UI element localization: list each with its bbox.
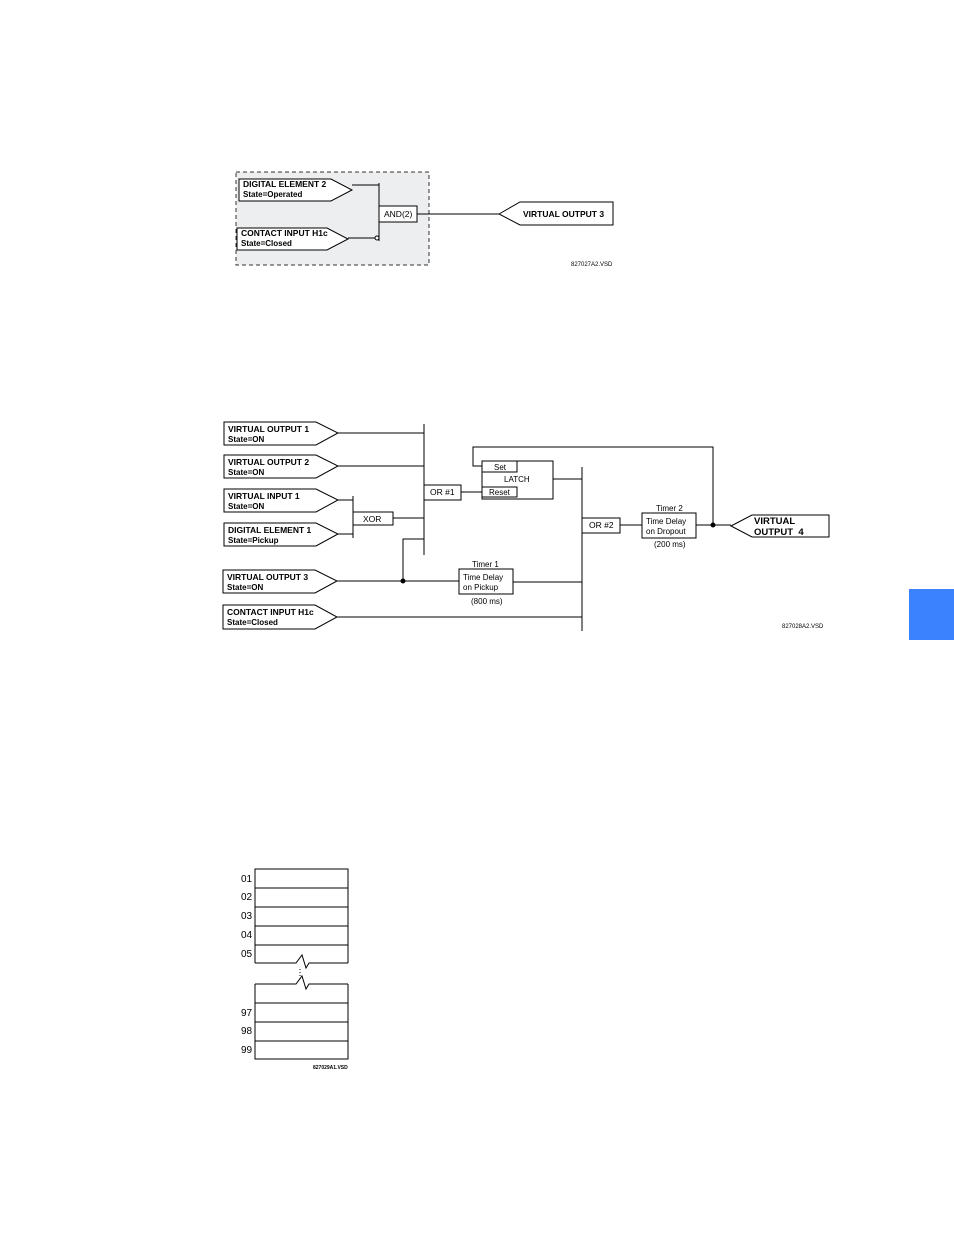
d1-output-virtual-output-3 <box>497 201 614 226</box>
register-label-97: 97 <box>241 1008 253 1019</box>
d2-file-ref: 827028A2.VSD <box>782 624 824 630</box>
d2-input-6-name: CONTACT INPUT H1c <box>227 607 314 617</box>
diagram-2: VIRTUAL OUTPUT 1 State=ON VIRTUAL OUTPUT… <box>222 421 830 631</box>
d2-input-virtual-output-3: VIRTUAL OUTPUT 3 State=ON <box>222 569 339 594</box>
latch-set-label: Set <box>494 463 507 472</box>
timer2-line2: on Dropout <box>646 527 686 536</box>
register-row-02 <box>254 887 349 908</box>
register-file-ref: 827029A1.VSD <box>313 1065 348 1071</box>
output-junction-dot <box>710 522 716 528</box>
d2-output-virtual-output-4 <box>729 514 830 538</box>
d2-output-line1: VIRTUAL <box>754 516 795 527</box>
latch-reset-box <box>481 486 518 498</box>
timer1-delay: (800 ms) <box>471 597 503 606</box>
timer1-line2: on Pickup <box>463 583 499 592</box>
register-row-98 <box>254 1002 349 1023</box>
or2-gate-label: OR #2 <box>589 520 614 530</box>
d1-input-2-state: State=Closed <box>241 239 292 248</box>
timer1-title: Timer 1 <box>472 560 499 569</box>
timer1-line1: Time Delay <box>463 573 503 582</box>
d2-input-virtual-input-1: VIRTUAL INPUT 1 State=ON <box>223 488 340 513</box>
timer2-delay: (200 ms) <box>654 540 686 549</box>
d2-input-3-name: VIRTUAL INPUT 1 <box>228 491 300 501</box>
register-row-01 <box>254 868 349 889</box>
register-break-bottom <box>255 974 348 991</box>
d1-input-digital-element-2: DIGITAL ELEMENT 2 State=Operated <box>238 178 354 202</box>
d2-input-virtual-output-2: VIRTUAL OUTPUT 2 State=ON <box>223 454 340 479</box>
chapter-side-tab <box>909 589 954 640</box>
xor-gate-label: XOR <box>363 514 381 524</box>
register-row-03 <box>254 906 349 927</box>
diagram-1: DIGITAL ELEMENT 2 State=Operated CONTACT… <box>235 171 614 268</box>
latch-reset-label: Reset <box>489 488 511 497</box>
d2-input-5-state: State=ON <box>227 583 263 592</box>
register-label-01: 01 <box>241 874 253 885</box>
d2-input-5-name: VIRTUAL OUTPUT 3 <box>227 572 308 582</box>
register-row-99 <box>254 1021 349 1042</box>
d2-input-digital-element-1: DIGITAL ELEMENT 1 State=Pickup <box>223 522 340 547</box>
timer2-title: Timer 2 <box>656 504 683 513</box>
d2-output-line2: OUTPUT 4 <box>754 527 804 538</box>
register-label-03: 03 <box>241 911 253 922</box>
register-table: 01 02 03 04 05 97 98 99 827029A1.VSD <box>241 868 349 1071</box>
register-label-04: 04 <box>241 930 253 941</box>
register-label-05: 05 <box>241 949 253 960</box>
d2-input-2-state: State=ON <box>228 468 264 477</box>
inverter-bubble <box>374 235 380 241</box>
d2-input-1-name: VIRTUAL OUTPUT 1 <box>228 424 309 434</box>
d2-input-3-state: State=ON <box>228 502 264 511</box>
register-label-99: 99 <box>241 1045 253 1056</box>
register-row-99b <box>254 1040 349 1060</box>
d1-input-2-name: CONTACT INPUT H1c <box>241 228 328 238</box>
timer1-block <box>458 568 514 595</box>
register-row-97 <box>254 984 349 1004</box>
register-label-98: 98 <box>241 1026 253 1037</box>
d1-file-ref: 827027A2.VSD <box>571 262 613 268</box>
d1-input-1-state: State=Operated <box>243 190 302 199</box>
register-row-04 <box>254 925 349 946</box>
d2-input-1-state: State=ON <box>228 435 264 444</box>
timer2-line1: Time Delay <box>646 517 686 526</box>
latch-title: LATCH <box>504 475 530 484</box>
d2-input-4-state: State=Pickup <box>228 536 279 545</box>
d2-input-6-state: State=Closed <box>227 618 278 627</box>
d1-output-label: VIRTUAL OUTPUT 3 <box>523 209 604 219</box>
and-gate-label: AND(2) <box>384 209 413 219</box>
register-row-05 <box>254 944 349 963</box>
d2-input-virtual-output-1: VIRTUAL OUTPUT 1 State=ON <box>223 421 340 446</box>
or1-gate-label: OR #1 <box>430 487 455 497</box>
d2-input-contact-input-h1c: CONTACT INPUT H1c State=Closed <box>222 604 339 630</box>
d2-input-2-name: VIRTUAL OUTPUT 2 <box>228 457 309 467</box>
d1-input-1-name: DIGITAL ELEMENT 2 <box>243 179 327 189</box>
d2-input-4-name: DIGITAL ELEMENT 1 <box>228 525 312 535</box>
register-label-02: 02 <box>241 892 253 903</box>
d1-input-contact-input-h1c: CONTACT INPUT H1c State=Closed <box>236 227 350 251</box>
register-break-top <box>255 953 348 970</box>
timer2-block <box>641 512 697 539</box>
